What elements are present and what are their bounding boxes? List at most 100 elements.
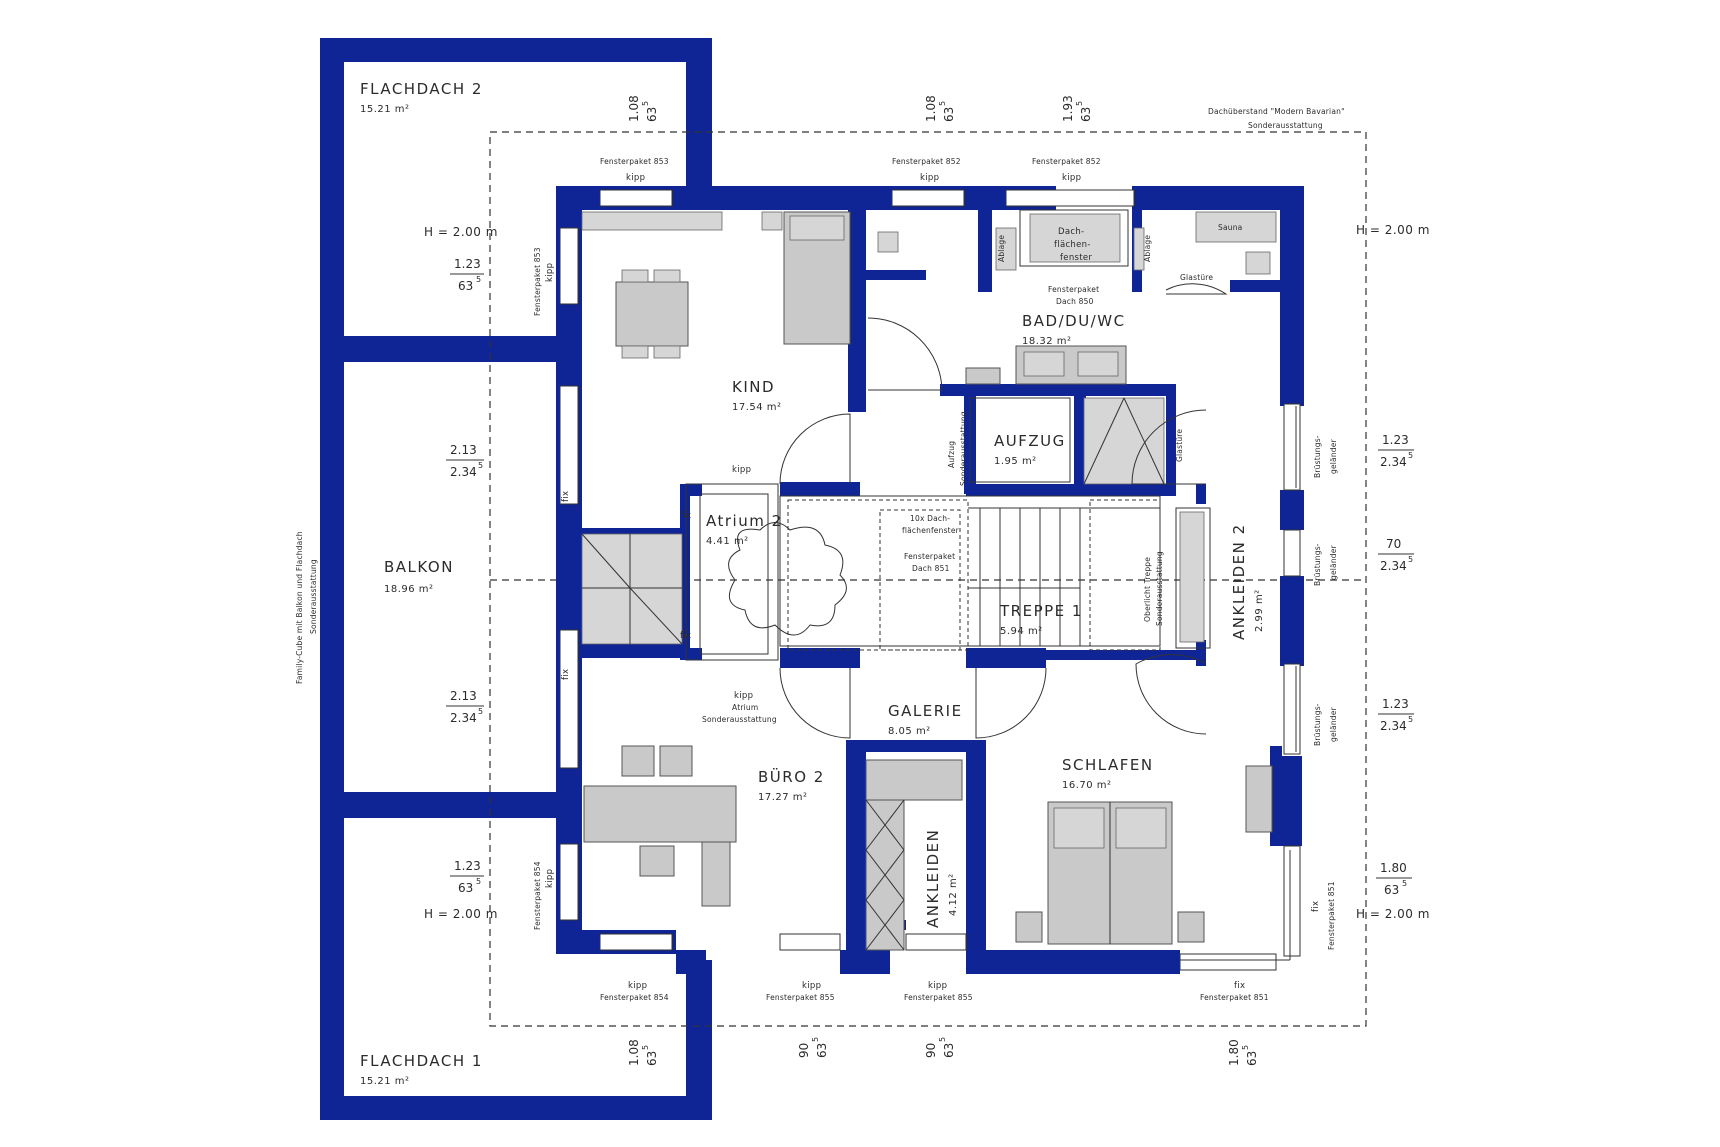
dim-bottom-1-value: 1.08 bbox=[627, 1039, 641, 1066]
dim-right-1-sup: 5 bbox=[1408, 451, 1413, 460]
ankleiden2-area: 2.99 m² bbox=[1254, 589, 1265, 632]
dim-right-2-value: 70 bbox=[1386, 537, 1401, 551]
balkon-name: BALKON bbox=[384, 558, 454, 576]
terrace-frame bbox=[320, 38, 712, 1120]
bruestung-2b: geländer bbox=[1329, 544, 1338, 580]
kind-furniture bbox=[581, 211, 851, 359]
aufzug-name: AUFZUG bbox=[994, 432, 1066, 450]
kipp-853-side: kipp bbox=[545, 263, 555, 282]
dim-right-4-value: 1.80 bbox=[1380, 861, 1407, 875]
fix-atrium-top: fix bbox=[680, 511, 691, 521]
dim-bottom-4-value: 1.80 bbox=[1227, 1039, 1241, 1066]
dim-right-1: 1.23 2.34 5 bbox=[1378, 433, 1414, 469]
kipp-854-side: kipp bbox=[545, 869, 555, 888]
dim-bottom-3-sup: 5 bbox=[938, 1037, 947, 1042]
dim-bottom-3-value: 90 bbox=[924, 1043, 938, 1058]
dim-top-1: 1.08 63 5 bbox=[627, 95, 659, 122]
dim-bottom-4-sup: 5 bbox=[1241, 1045, 1250, 1050]
buero-furniture bbox=[583, 745, 737, 907]
schlafen-name: SCHLAFEN bbox=[1062, 756, 1154, 774]
fp853-top-label: Fensterpaket 853 bbox=[600, 157, 669, 166]
overhang-sa-label: Sonderausstattung bbox=[1248, 121, 1323, 130]
dim-top-2-sup: 5 bbox=[938, 101, 947, 106]
dim-top-2-value: 1.08 bbox=[924, 95, 938, 122]
dim-bottom-4-sub: 63 bbox=[1245, 1051, 1259, 1066]
dim-bottom-2-sub: 63 bbox=[815, 1043, 829, 1058]
windows bbox=[559, 189, 1301, 971]
dim-top-1-sub: 63 bbox=[645, 107, 659, 122]
fix-851-bottom: fix bbox=[1234, 981, 1245, 991]
dim-top-1-value: 1.08 bbox=[627, 95, 641, 122]
height-label-left-bottom: H = 2.00 m bbox=[424, 907, 498, 921]
height-label-right-top: H = 2.00 m bbox=[1356, 223, 1430, 237]
dim-left-4: 1.23 63 5 bbox=[450, 859, 484, 895]
dim-left-4-sup: 5 bbox=[476, 877, 481, 886]
fp-dach850-1: Fensterpaket bbox=[1048, 285, 1099, 294]
glastuere-top-label: Glastüre bbox=[1180, 273, 1213, 282]
ankleiden-wardrobe bbox=[865, 759, 963, 951]
dim-left-2-value: 2.13 bbox=[450, 443, 477, 457]
dim-bottom-1-sup: 5 bbox=[641, 1045, 650, 1050]
dim-bottom-1-sub: 63 bbox=[645, 1051, 659, 1066]
kipp-atrium-top: kipp bbox=[732, 465, 751, 475]
fp855-b-label: Fensterpaket 855 bbox=[904, 993, 973, 1002]
dim-left-1-sub: 63 bbox=[458, 279, 473, 293]
atrium-sa-1: Atrium bbox=[732, 703, 758, 712]
bruestung-1a: Brüstungs- bbox=[1313, 435, 1322, 478]
galerie-name: GALERIE bbox=[888, 702, 963, 720]
dim-right-4-sup: 5 bbox=[1402, 879, 1407, 888]
dim-bottom-2-value: 90 bbox=[797, 1043, 811, 1058]
fix-kind: fix bbox=[561, 491, 571, 502]
kipp-854-bottom: kipp bbox=[628, 981, 647, 991]
dim-top-3-sub: 63 bbox=[1079, 107, 1093, 122]
fp-dach851-1: Fensterpaket bbox=[904, 552, 955, 561]
dim-right-2-sup: 5 bbox=[1408, 555, 1413, 564]
aufzug-area: 1.95 m² bbox=[994, 456, 1037, 467]
fp-dach850-2: Dach 850 bbox=[1056, 297, 1094, 306]
dim-bottom-3: 90 63 5 bbox=[924, 1037, 956, 1058]
ablage-left: Ablage bbox=[997, 235, 1006, 262]
dim-top-3-value: 1.93 bbox=[1061, 95, 1075, 122]
kipp-852-a: kipp bbox=[920, 173, 939, 183]
dim-right-1-sub: 2.34 bbox=[1380, 455, 1407, 469]
dim-top-3: 1.93 63 5 bbox=[1061, 95, 1093, 122]
dim-right-4-sub: 63 bbox=[1384, 883, 1399, 897]
oberlicht-2: Sonderausstattung bbox=[1155, 551, 1164, 626]
fp854-bottom-label: Fensterpaket 854 bbox=[600, 993, 669, 1002]
dim-bottom-4: 1.80 63 5 bbox=[1227, 1039, 1259, 1066]
dim-left-1-value: 1.23 bbox=[454, 257, 481, 271]
dachfenster-2: flächen- bbox=[1054, 240, 1091, 250]
dim-left-4-value: 1.23 bbox=[454, 859, 481, 873]
kipp-852-b: kipp bbox=[1062, 173, 1081, 183]
fp851-side-label: Fensterpaket 851 bbox=[1327, 881, 1336, 950]
dim-left-2-sup: 5 bbox=[478, 461, 483, 470]
ablage-right: Ablage bbox=[1143, 235, 1152, 262]
fix-atrium-bottom: fix bbox=[680, 631, 691, 641]
dim-left-3: 2.13 2.34 5 bbox=[446, 689, 484, 725]
kipp-855-b: kipp bbox=[928, 981, 947, 991]
bruestung-1b: geländer bbox=[1329, 438, 1338, 474]
dim-top-2: 1.08 63 5 bbox=[924, 95, 956, 122]
dachfenster-3: fenster bbox=[1060, 253, 1092, 263]
dim-left-3-value: 2.13 bbox=[450, 689, 477, 703]
overhang-label: Dachüberstand "Modern Bavarian" bbox=[1208, 107, 1345, 116]
fp855-a-label: Fensterpaket 855 bbox=[766, 993, 835, 1002]
kipp-855-a: kipp bbox=[802, 981, 821, 991]
dim-right-2: 70 2.34 5 bbox=[1378, 537, 1414, 573]
flachdach2-area: 15.21 m² bbox=[360, 104, 410, 115]
kind-name: KIND bbox=[732, 378, 775, 396]
side-note-1: Family-Cube mit Balkon und Flachdach bbox=[295, 531, 304, 684]
bad-area: 18.32 m² bbox=[1022, 336, 1072, 347]
bad-name: BAD/DU/WC bbox=[1022, 312, 1126, 330]
bath-fixtures bbox=[877, 211, 1277, 385]
dim-top-2-sub: 63 bbox=[942, 107, 956, 122]
dim-left-2-sub: 2.34 bbox=[450, 465, 477, 479]
side-note-2: Sonderausstattung bbox=[309, 559, 318, 634]
glastuere-side-label: Glastüre bbox=[1175, 429, 1184, 462]
bruestung-3a: Brüstungs- bbox=[1313, 703, 1322, 746]
flachdach1-area: 15.21 m² bbox=[360, 1076, 410, 1087]
dim-left-2: 2.13 2.34 5 bbox=[446, 443, 484, 479]
dim-right-3: 1.23 2.34 5 bbox=[1378, 697, 1414, 733]
ankleiden-area: 4.12 m² bbox=[948, 873, 959, 916]
